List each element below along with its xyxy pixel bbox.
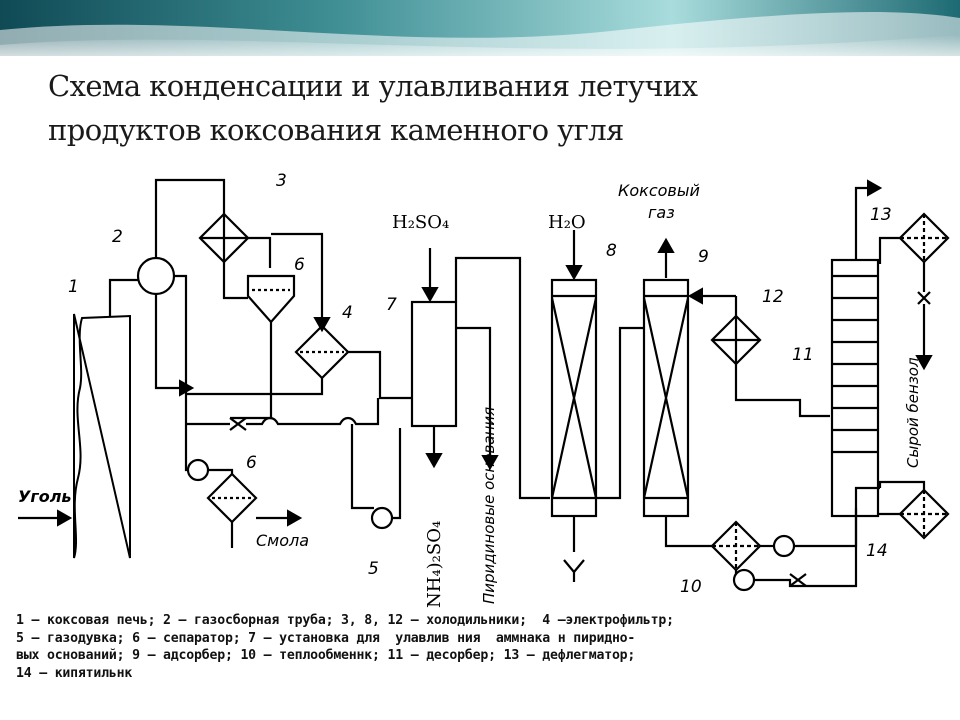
separator-6-bottom [206,472,258,524]
output-pyridine-bases: Пиридиновые основания [480,407,498,604]
gas-collecting-main [136,256,176,296]
num-4: 4 [342,303,353,323]
num-1: 1 [68,277,79,297]
coke-gas-label-1: Коксовый [618,181,700,200]
input-h2o: H₂O [548,212,586,233]
num-8: 8 [606,241,617,261]
ammonia-unit-7 [410,300,458,428]
num-7: 7 [386,295,397,315]
header-banner [0,0,960,70]
boiler-14 [898,488,950,540]
legend-line-4: 14 — кипятильнк [16,665,133,681]
blower-5 [370,506,394,530]
num-13: 13 [870,205,892,225]
legend-line-3: вых оснований; 9 — адсорбер; 10 — теплоо… [16,648,636,663]
process-scheme: Уголь H₂SO₄ H₂O Коксовый газ Смола NH₄)₂… [18,171,950,608]
num-3: 3 [276,171,287,191]
num-5: 5 [368,559,379,579]
num-6-top: 6 [294,255,305,275]
title-line-2: продуктов коксования каменного угля [48,113,624,147]
slide-title: Схема конденсации и улавливания летучих … [48,64,928,152]
legend-line-2: 5 — газодувка; 6 — сепаратор; 7 — устано… [16,630,636,646]
num-10: 10 [680,577,702,597]
dephlegmator-13 [898,212,950,264]
input-h2so4: H₂SO₄ [392,212,449,233]
electrofilter-4 [294,324,350,380]
input-coal: Уголь [18,487,72,506]
num-12: 12 [762,287,784,307]
title-line-1: Схема конденсации и улавливания летучих [48,69,698,103]
output-tar: Смола [256,531,309,550]
num-11: 11 [792,345,814,365]
output-ammonium-sulfate: NH₄)₂SO₄ [424,521,445,608]
output-crude-benzene: Сырой бензол [904,357,922,468]
diagram-legend: 1 — коксовая печь; 2 — газосборная труба… [16,612,946,682]
pump-6 [186,458,210,482]
num-2: 2 [112,227,123,247]
num-6-bottom: 6 [246,453,257,473]
legend-line-1: 1 — коксовая печь; 2 — газосборная труба… [16,613,674,628]
separator-6-top [246,274,296,324]
num-14: 14 [866,541,888,561]
num-9: 9 [698,247,709,267]
coke-gas-label-2: газ [648,203,675,222]
pump-10-right [772,534,796,558]
coke-oven [73,313,131,559]
